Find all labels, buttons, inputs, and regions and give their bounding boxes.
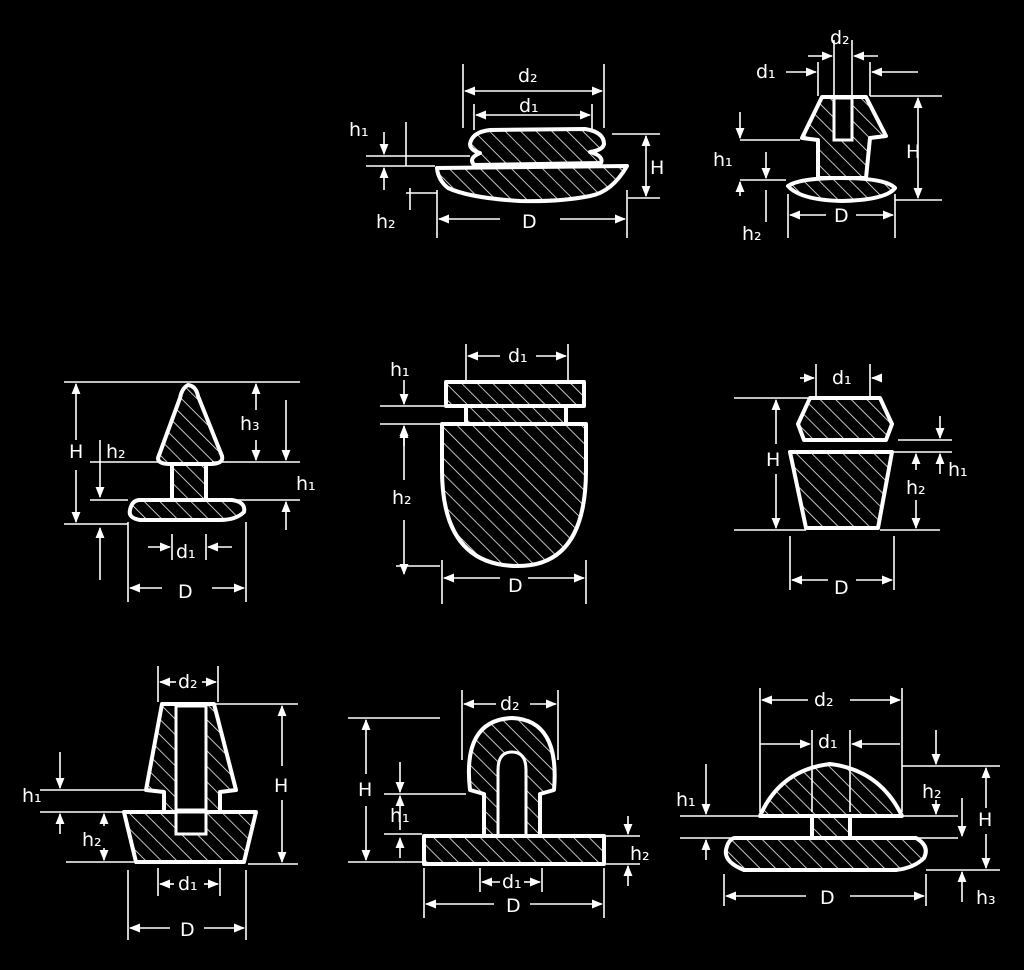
fig8-H-label: H — [978, 809, 992, 831]
fig8-h1-label: h₁ — [676, 789, 696, 811]
figure-7: d₂ H h₁ h₂ d₁ D — [348, 690, 650, 918]
figure-6: d₂ H h₁ h₂ d₁ D — [22, 666, 298, 941]
fig5-h2-label: h₂ — [906, 477, 926, 499]
fig7-d2-label: d₂ — [500, 693, 520, 715]
figure-2: d₂ d₁ H h₁ h₂ D — [713, 27, 942, 245]
fig3-h2-label: h₂ — [106, 441, 126, 463]
fig4-body — [440, 422, 588, 568]
fig5-d1-label: d₁ — [832, 367, 852, 389]
fig5-H-label: H — [766, 449, 780, 471]
fig8-d2-label: d₂ — [814, 689, 834, 711]
fig6-h2-label: h₂ — [82, 829, 102, 851]
fig2-d2-label: d₂ — [830, 27, 850, 49]
fig4-d1-label: d₁ — [508, 345, 528, 367]
fig2-H-label: H — [906, 141, 920, 163]
fig4-D-label: D — [508, 575, 523, 597]
fig8-h2-label: h₂ — [922, 781, 942, 803]
fig3-h1-label: h₁ — [296, 473, 316, 495]
fig7-plate — [422, 834, 606, 866]
fig4-cap — [444, 380, 586, 408]
fig6-h1-label: h₁ — [22, 785, 42, 807]
fig8-h3-label: h₃ — [976, 887, 996, 909]
fig3-h3-label: h₃ — [240, 413, 260, 435]
fig6-socket — [174, 810, 208, 836]
fig3-H-label: H — [69, 441, 83, 463]
fig4-neck — [464, 404, 568, 426]
fig8-neck — [810, 814, 852, 840]
fig1-h1-label: h₁ — [349, 119, 369, 141]
fig5-h1-label: h₁ — [948, 459, 968, 481]
fig6-D-label: D — [180, 919, 195, 941]
fig8-dome — [758, 762, 904, 818]
fig5-bottom — [788, 450, 894, 530]
fig2-D-label: D — [834, 205, 849, 227]
fig1-h2-label: h₂ — [376, 211, 396, 233]
fig2-dome — [786, 176, 897, 203]
fig7-h1-label: h₁ — [390, 805, 410, 827]
fig5-top — [796, 396, 894, 442]
fig3-base — [127, 498, 247, 522]
fig7-H-label: H — [358, 779, 372, 801]
fig8-disc — [723, 836, 928, 872]
figure-3: H h₂ h₃ h₁ d₁ D — [64, 381, 316, 603]
fig2-h1-label: h₁ — [713, 149, 733, 171]
fig7-slot — [496, 750, 528, 836]
fig6-H-label: H — [274, 775, 288, 797]
figure-4: d₁ h₁ h₂ D — [380, 344, 588, 604]
fig1-cap — [468, 127, 606, 167]
fig3-D-label: D — [178, 581, 193, 603]
fig4-h1-label: h₁ — [390, 359, 410, 381]
fig6-bore — [174, 704, 208, 812]
fig7-D-label: D — [506, 895, 521, 917]
fig1-d2-label: d₂ — [518, 65, 538, 87]
fig8-d1-label: d₁ — [818, 731, 838, 753]
fig2-h2-label: h₂ — [742, 223, 762, 245]
fig5-D-label: D — [834, 577, 849, 599]
fig8-D-label: D — [820, 887, 835, 909]
fig1-D-label: D — [522, 211, 537, 233]
figure-5: d₁ H h₁ h₂ D — [734, 364, 968, 599]
fig1-d1-label: d₁ — [519, 95, 539, 117]
fig2-d1-label: d₁ — [756, 61, 776, 83]
fig2-bore — [832, 96, 854, 142]
fig1-H-label: H — [650, 157, 664, 179]
fig3-stem — [170, 462, 208, 502]
fig3-head — [156, 383, 225, 466]
fig6-d1-label: d₁ — [178, 873, 198, 895]
fig7-d1-label: d₁ — [502, 871, 522, 893]
fig6-d2-label: d₂ — [178, 671, 198, 693]
fig4-h2-label: h₂ — [392, 487, 412, 509]
figure-8: d₂ d₁ h₁ h₂ H h₃ D — [676, 688, 1000, 909]
fig7-h2-label: h₂ — [630, 843, 650, 865]
figure-1: d₂ d₁ h₁ H h₂ D — [349, 64, 664, 238]
fig3-d1-label: d₁ — [176, 541, 196, 563]
fig1-body — [435, 164, 629, 204]
fig6-base — [122, 810, 258, 864]
